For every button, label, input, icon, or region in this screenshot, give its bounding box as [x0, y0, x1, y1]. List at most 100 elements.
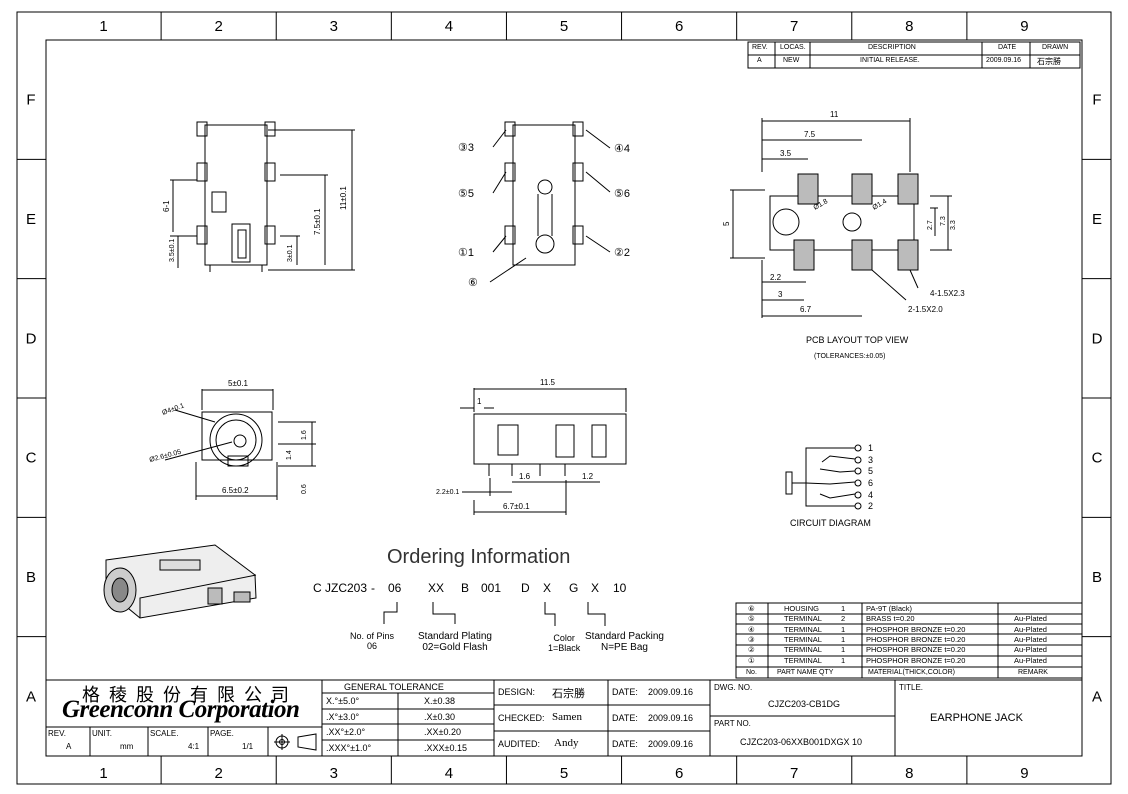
tolerance-cell: .XX°±2.0°	[326, 727, 366, 737]
circuit-pin-label: 6	[868, 478, 873, 488]
page-label: PAGE.	[210, 729, 234, 738]
end-dim: 1.4	[286, 450, 293, 460]
rev-label: REV.	[48, 729, 66, 738]
pcb-dim: Ø1.4	[872, 198, 889, 212]
bom-cell: TERMINAL	[784, 645, 822, 655]
bom-cell: HOUSING	[784, 604, 820, 613]
front-dim: 3±0.1	[287, 244, 294, 262]
bom-cell: ①	[748, 655, 755, 665]
column-label: 9	[1020, 765, 1028, 782]
ordering-code-part: G	[569, 581, 579, 595]
tolerance-cell: .XX±0.20	[424, 727, 461, 737]
front-view: 11±0.1 7.5±0.1 3±0.1 6-1 3.5±0.1	[162, 121, 355, 272]
row-label: B	[26, 569, 36, 586]
rev-header-drawn: DRAWN	[1042, 44, 1069, 51]
column-label: 2	[214, 18, 222, 35]
title-label: TITLE.	[899, 683, 924, 692]
circuit-pin-label: 5	[868, 466, 873, 476]
side-dim: 1	[477, 397, 482, 406]
circuit-pin-label: 2	[868, 501, 873, 511]
side-view: 11.5 1 2.2±0.1 1.6 1.2 6.7±0.1	[436, 378, 627, 515]
end-dim: 1.6	[301, 430, 308, 440]
date-value: 2009.09.16	[648, 713, 694, 723]
rev-header-rev: REV.	[752, 44, 768, 51]
bom-cell: 1	[841, 624, 846, 634]
row-label: C	[26, 450, 37, 467]
circuit-caption: CIRCUIT DIAGRAM	[790, 518, 871, 528]
pcb-dim: 7.3	[940, 216, 947, 226]
column-label: 1	[99, 765, 107, 782]
design-value: 石宗勝	[552, 688, 585, 700]
bom-cell: 1	[841, 604, 846, 613]
tolerance-cell: .XXX±0.15	[424, 742, 467, 753]
row-label: A	[26, 688, 36, 705]
column-label: 2	[214, 765, 222, 782]
bom-cell: TERMINAL	[784, 614, 822, 624]
end-view: 5±0.1 Ø4±0.1 Ø2.6±0.05 1.6 1.4 6.5±0.2 0…	[149, 379, 316, 500]
pcb-tolerance: (TOLERANCES:±0.05)	[814, 353, 885, 360]
ordering-code-part: 06	[388, 581, 402, 595]
column-label: 3	[330, 765, 338, 782]
date-label: DATE:	[612, 739, 638, 749]
ordering-title: Ordering Information	[387, 546, 571, 568]
end-dim: 0.6	[301, 484, 308, 494]
terminal-label: ①1	[458, 247, 474, 259]
scale-field: 4:1	[188, 742, 200, 751]
ordering-code-part: -	[371, 581, 375, 595]
row-label: B	[1092, 569, 1102, 586]
dwg-no-value: CJZC203-CB1DG	[768, 699, 841, 709]
rev-drawn: 石宗勝	[1037, 57, 1061, 66]
bom-header-no: No.	[746, 669, 757, 676]
pcb-layout-view: 11 7.5 3.5 5 Ø1.8 Ø1.4 2.7 3.3 7.3 2.2 3…	[722, 110, 965, 360]
ordering-code-part: C JZC203	[313, 581, 368, 595]
design-label: DESIGN:	[498, 687, 536, 697]
column-label: 5	[560, 765, 568, 782]
tolerance-cell: .XXX°±1.0°	[326, 742, 372, 753]
bom-cell: 1	[841, 645, 846, 655]
ordering-code-part: B	[461, 581, 470, 595]
bom-cell: ④	[748, 624, 755, 634]
scale-label: SCALE.	[150, 729, 179, 738]
pcb-dim: 3.5	[780, 149, 792, 158]
pcb-dim: 11	[830, 110, 839, 119]
title-value: EARPHONE JACK	[930, 712, 1023, 724]
row-label: F	[1092, 92, 1101, 109]
checked-value: Samen	[552, 711, 582, 723]
column-label: 7	[790, 765, 798, 782]
tolerance-cell: X.°±5.0°	[326, 696, 360, 706]
ordering-code-part: D	[521, 581, 530, 595]
row-label: E	[1092, 211, 1102, 228]
pcb-dim: 3.3	[950, 220, 957, 230]
front-dim: 11±0.1	[339, 186, 348, 210]
bom-header-remark: REMARK	[1018, 669, 1048, 676]
column-label: 6	[675, 18, 683, 35]
rev-value: A	[757, 57, 762, 64]
bom-cell: PHOSPHOR BRONZE t=0.20	[866, 645, 966, 655]
part-no-label: PART NO.	[714, 719, 751, 728]
bom-grid	[735, 602, 1083, 679]
row-label: C	[1092, 450, 1103, 467]
pcb-dim: 3	[778, 290, 783, 299]
column-label: 7	[790, 18, 798, 35]
row-label: F	[26, 92, 35, 109]
bom-cell: TERMINAL	[784, 655, 822, 665]
bom-cell: Au-Plated	[1014, 645, 1047, 655]
column-label: 5	[560, 18, 568, 35]
terminal-label: ⑥	[468, 277, 478, 289]
bom-cell: PHOSPHOR BRONZE t=0.20	[866, 634, 966, 644]
rev-header-description: DESCRIPTION	[868, 44, 916, 51]
pcb-dim: 6.7	[800, 305, 812, 314]
rev-header-locas: LOCAS.	[780, 44, 806, 51]
ordering-code-part: X	[591, 581, 600, 595]
company-name-cn: 格稜股份有限公司	[82, 685, 298, 706]
tolerance-cell: .X±0.30	[424, 711, 455, 722]
bom-cell: 1	[841, 634, 846, 644]
tolerance-cell: X.±0.38	[424, 696, 455, 706]
terminal-label: ⑤6	[614, 188, 630, 200]
bom-cell: PHOSPHOR BRONZE t=0.20	[866, 624, 966, 634]
column-label: 8	[905, 18, 913, 35]
